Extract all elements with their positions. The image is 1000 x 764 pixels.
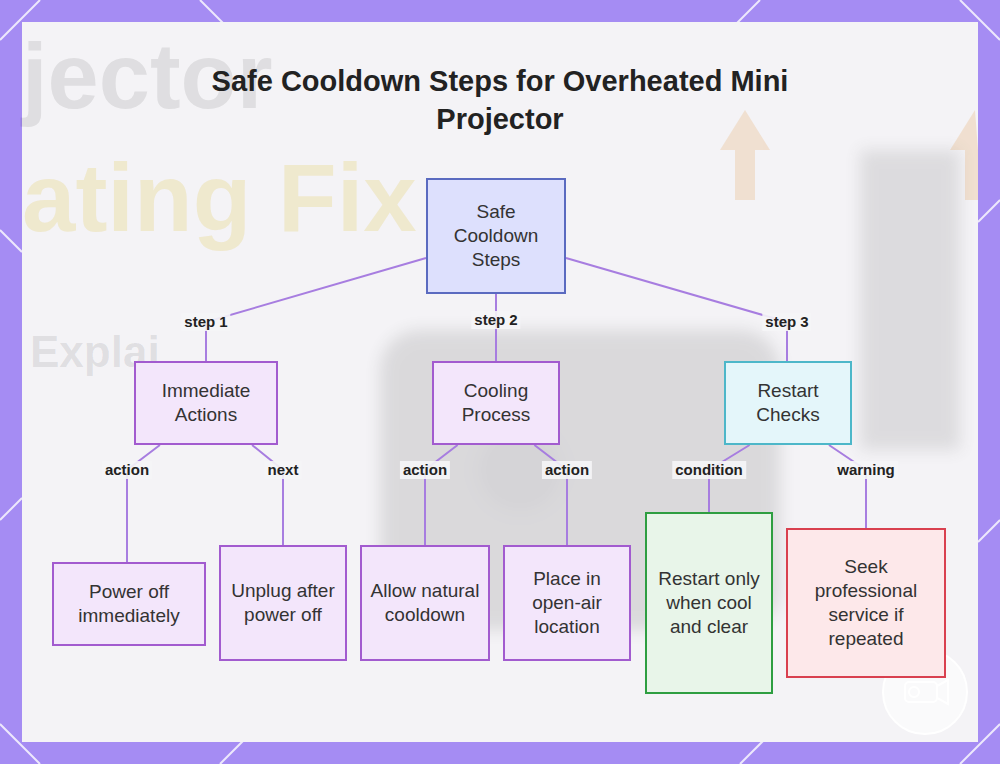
edge-label: next <box>265 461 302 479</box>
edge-label: action <box>400 461 450 479</box>
connector <box>252 445 283 545</box>
step-box: Immediate Actions <box>134 361 278 445</box>
edge-label: warning <box>834 461 898 479</box>
connector <box>534 445 567 545</box>
node-text: Immediate Actions <box>142 379 270 427</box>
edge-label: condition <box>672 461 746 479</box>
condition-box: Restart only when cool and clear <box>645 512 773 694</box>
node-text: Place in open-air location <box>511 567 623 639</box>
node-text: Safe Cooldown Steps <box>434 200 558 272</box>
diagram-title: Safe Cooldown Steps for Overheated Mini … <box>200 62 800 138</box>
node-text: Restart only when cool and clear <box>653 567 765 639</box>
root-box: Safe Cooldown Steps <box>426 178 566 294</box>
action-box: Unplug after power off <box>219 545 347 661</box>
action-box: Power off immediately <box>52 562 206 646</box>
node-text: Allow natural cooldown <box>368 579 482 627</box>
edge-label: action <box>542 461 592 479</box>
faint-arrows <box>720 110 978 200</box>
edge-label: action <box>102 461 152 479</box>
node-text: Restart Checks <box>732 379 844 427</box>
connector <box>425 445 458 545</box>
action-box: Allow natural cooldown <box>360 545 490 661</box>
node-text: Unplug after power off <box>227 579 339 627</box>
action-box: Place in open-air location <box>503 545 631 661</box>
connector <box>829 445 866 528</box>
node-text: Power off immediately <box>60 580 198 628</box>
watermark-text: ating Fix <box>22 150 417 246</box>
node-text: Cooling Process <box>440 379 552 427</box>
inner-panel <box>22 22 978 742</box>
connector <box>566 258 787 361</box>
node-text: Seek professional service if repeated <box>794 555 938 651</box>
edge-label: step 3 <box>762 313 811 331</box>
connector <box>206 258 426 361</box>
step-box: Restart Checks <box>724 361 852 445</box>
edge-label: step 1 <box>181 313 230 331</box>
edge-label: step 2 <box>471 311 520 329</box>
warning-box: Seek professional service if repeated <box>786 528 946 678</box>
step-box: Cooling Process <box>432 361 560 445</box>
